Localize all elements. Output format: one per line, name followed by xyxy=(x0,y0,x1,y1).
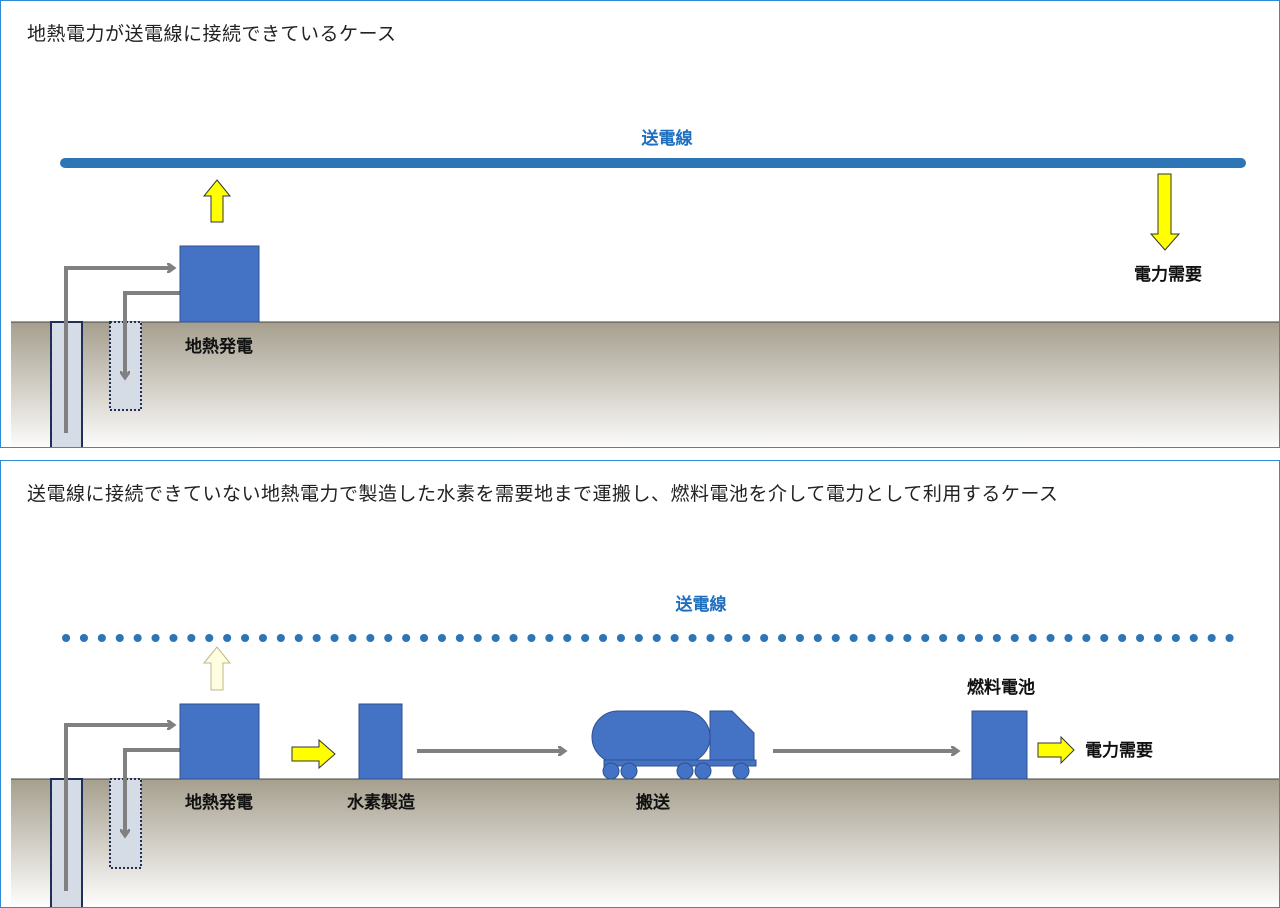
power-to-grid-arrow xyxy=(202,179,232,223)
demand-label: 電力需要 xyxy=(1085,740,1153,761)
geothermal-plant xyxy=(179,245,260,323)
power-to-hydrogen-arrow xyxy=(291,738,336,770)
tanker-truck xyxy=(591,710,757,780)
steam-supply-arrow xyxy=(64,268,173,433)
demand-label: 電力需要 xyxy=(1134,264,1202,285)
reinjection-arrow xyxy=(125,291,181,377)
fuelcell-label: 燃料電池 xyxy=(967,677,1035,698)
case2-diagram: 送電線 地熱発電 水素製造 搬送 xyxy=(11,594,1279,907)
power-from-grid-arrow xyxy=(1149,173,1181,251)
case2-panel: 送電線に接続できていない地熱電力で製造した水素を需要地まで運搬し、燃料電池を介し… xyxy=(0,460,1280,908)
hydrogen-label: 水素製造 xyxy=(347,792,416,813)
grid-label: 送電線 xyxy=(676,594,727,615)
fuel-cell xyxy=(971,710,1028,780)
plant-label: 地熱発電 xyxy=(185,336,253,357)
ground xyxy=(11,322,1279,447)
grid-label: 送電線 xyxy=(642,128,693,149)
geothermal-plant xyxy=(179,703,260,780)
case2-title: 送電線に接続できていない地熱電力で製造した水素を需要地まで運搬し、燃料電池を介し… xyxy=(27,483,1059,505)
transport-label: 搬送 xyxy=(636,792,671,813)
case1-title: 地熱電力が送電線に接続できているケース xyxy=(27,23,397,45)
case1-panel: 地熱電力が送電線に接続できているケース 送電線 地熱発電 xyxy=(0,0,1280,448)
hydrogen-production xyxy=(358,703,403,780)
steam-supply-arrow xyxy=(64,725,173,891)
power-to-grid-arrow-faded xyxy=(202,646,232,691)
reinjection-arrow xyxy=(125,748,181,835)
ground xyxy=(11,779,1279,907)
power-to-demand-arrow xyxy=(1037,735,1075,765)
case1-diagram: 送電線 地熱発電 電力需要 xyxy=(11,128,1279,447)
plant-label: 地熱発電 xyxy=(185,792,253,813)
